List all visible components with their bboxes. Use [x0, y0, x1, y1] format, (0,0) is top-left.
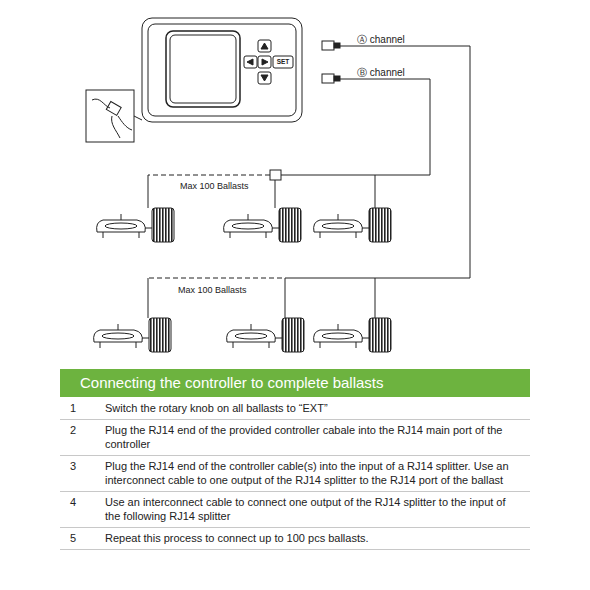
step-text: Use an interconnect cable to connect one…: [105, 495, 515, 523]
row-divider: [60, 455, 530, 456]
rj14-splitter: [270, 170, 281, 180]
step-text: Switch the rotary knob on all ballasts t…: [105, 401, 515, 415]
step-number: 2: [70, 423, 76, 437]
channel-a-wire: [290, 46, 470, 278]
row-divider: [60, 527, 530, 528]
step-text: Repeat this process to connect up to 100…: [105, 531, 515, 545]
step-number: 4: [70, 495, 76, 509]
step-number: 1: [70, 401, 76, 415]
step-number: 3: [70, 459, 76, 473]
group-note: Max 100 Ballasts: [180, 181, 249, 192]
lamp-and-ballast: [227, 318, 304, 352]
table-header-band: Connecting the controller to complete ba…: [60, 369, 530, 397]
step-text: Plug the RJ14 end of the provided contro…: [105, 423, 515, 451]
button-label: SET: [277, 58, 290, 66]
lamp-and-ballast: [224, 208, 301, 242]
channel-label: Ⓑ channel: [357, 67, 405, 79]
channel-label: Ⓐ channel: [357, 34, 405, 46]
row-divider: [60, 491, 530, 492]
header-text: Connecting the controller to complete ba…: [80, 374, 510, 392]
channel-b-wire: [281, 79, 430, 175]
group-note: Max 100 Ballasts: [178, 285, 247, 296]
lamp-and-ballast: [314, 208, 391, 242]
controller-screen: [166, 31, 240, 107]
step-text: Plug the RJ14 end of the controller cabl…: [105, 459, 515, 487]
row-divider: [60, 549, 530, 550]
row-divider: [60, 419, 530, 420]
lamp-and-ballast: [97, 208, 174, 242]
splitter-inset: [86, 90, 134, 142]
controller-housing: [142, 18, 302, 122]
lamp-and-ballast: [314, 318, 391, 352]
lamp-and-ballast: [94, 318, 171, 352]
step-number: 5: [70, 531, 76, 545]
